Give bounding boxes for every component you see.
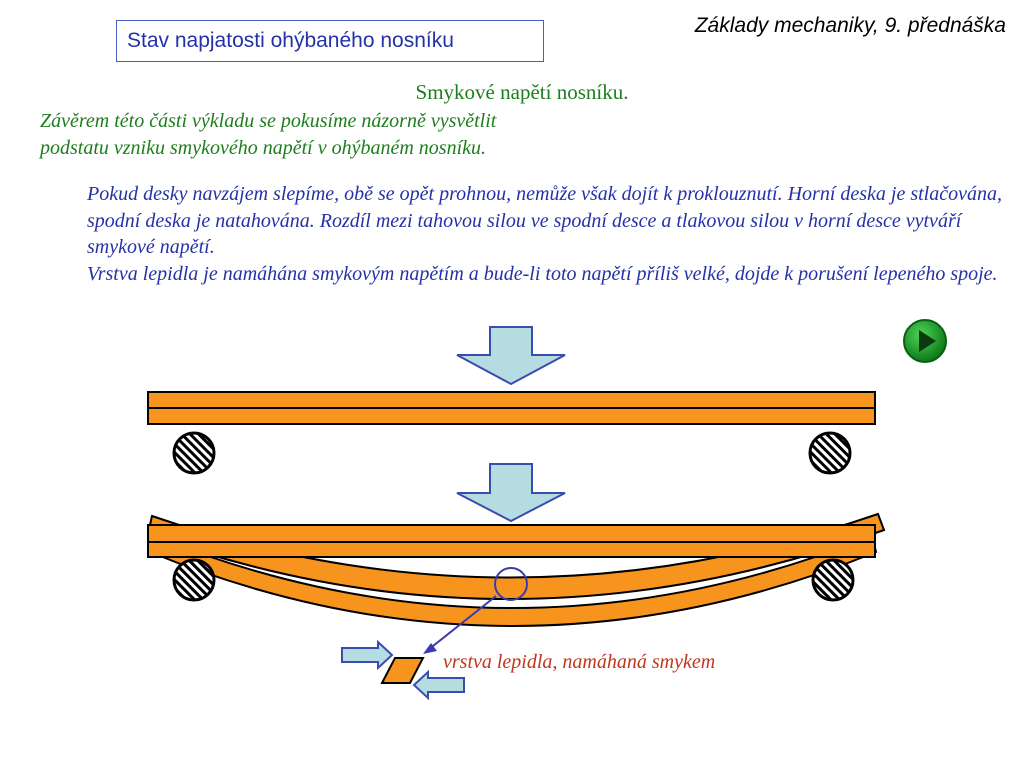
bent-beam [146, 512, 886, 627]
explanation-text: Pokud desky navzájem slepíme, obě se opě… [87, 181, 1012, 287]
support-right-top [808, 431, 852, 475]
support-left-top [172, 431, 216, 475]
glue-layer-caption: vrstva lepidla, namáhaná smykem [443, 651, 716, 673]
bent-upper-board [146, 512, 886, 600]
detail-highlight-circle [494, 567, 528, 601]
detail-pointer-arrowhead [423, 643, 437, 654]
section-subtitle: Smykové napětí nosníku. [415, 80, 629, 104]
support-left-bottom [172, 558, 216, 602]
intro-text: Závěrem této části výkladu se pokusíme n… [40, 108, 680, 162]
glued-beam-lower-board [147, 541, 876, 558]
detail-pointer-line [427, 595, 497, 651]
shear-arrow-top [341, 639, 394, 671]
slide-title: Stav napjatosti ohýbaného nosníku [116, 20, 544, 62]
straight-beam-upper-board [147, 391, 876, 409]
shear-arrow-bottom [412, 669, 465, 701]
straight-beam-lower-board [147, 407, 876, 425]
glued-beam-upper-board [147, 524, 876, 543]
intro-line-2: podstatu vzniku smykového napětí v ohýba… [40, 137, 487, 159]
lecture-header: Základy mechaniky, 9. přednáška [694, 14, 1006, 37]
support-right-bottom [811, 558, 855, 602]
explanation-paragraph-1: Pokud desky navzájem slepíme, obě se opě… [87, 183, 1002, 258]
explanation-paragraph-2: Vrstva lepidla je namáhána smykovým napě… [87, 262, 998, 285]
straight-beam [147, 391, 876, 425]
load-arrow-top [456, 326, 566, 386]
load-arrow-bottom [456, 463, 566, 523]
intro-line-1: Závěrem této části výkladu se pokusíme n… [40, 110, 497, 132]
play-button[interactable] [902, 318, 948, 364]
glue-layer-element [380, 657, 425, 684]
play-icon [903, 319, 947, 363]
